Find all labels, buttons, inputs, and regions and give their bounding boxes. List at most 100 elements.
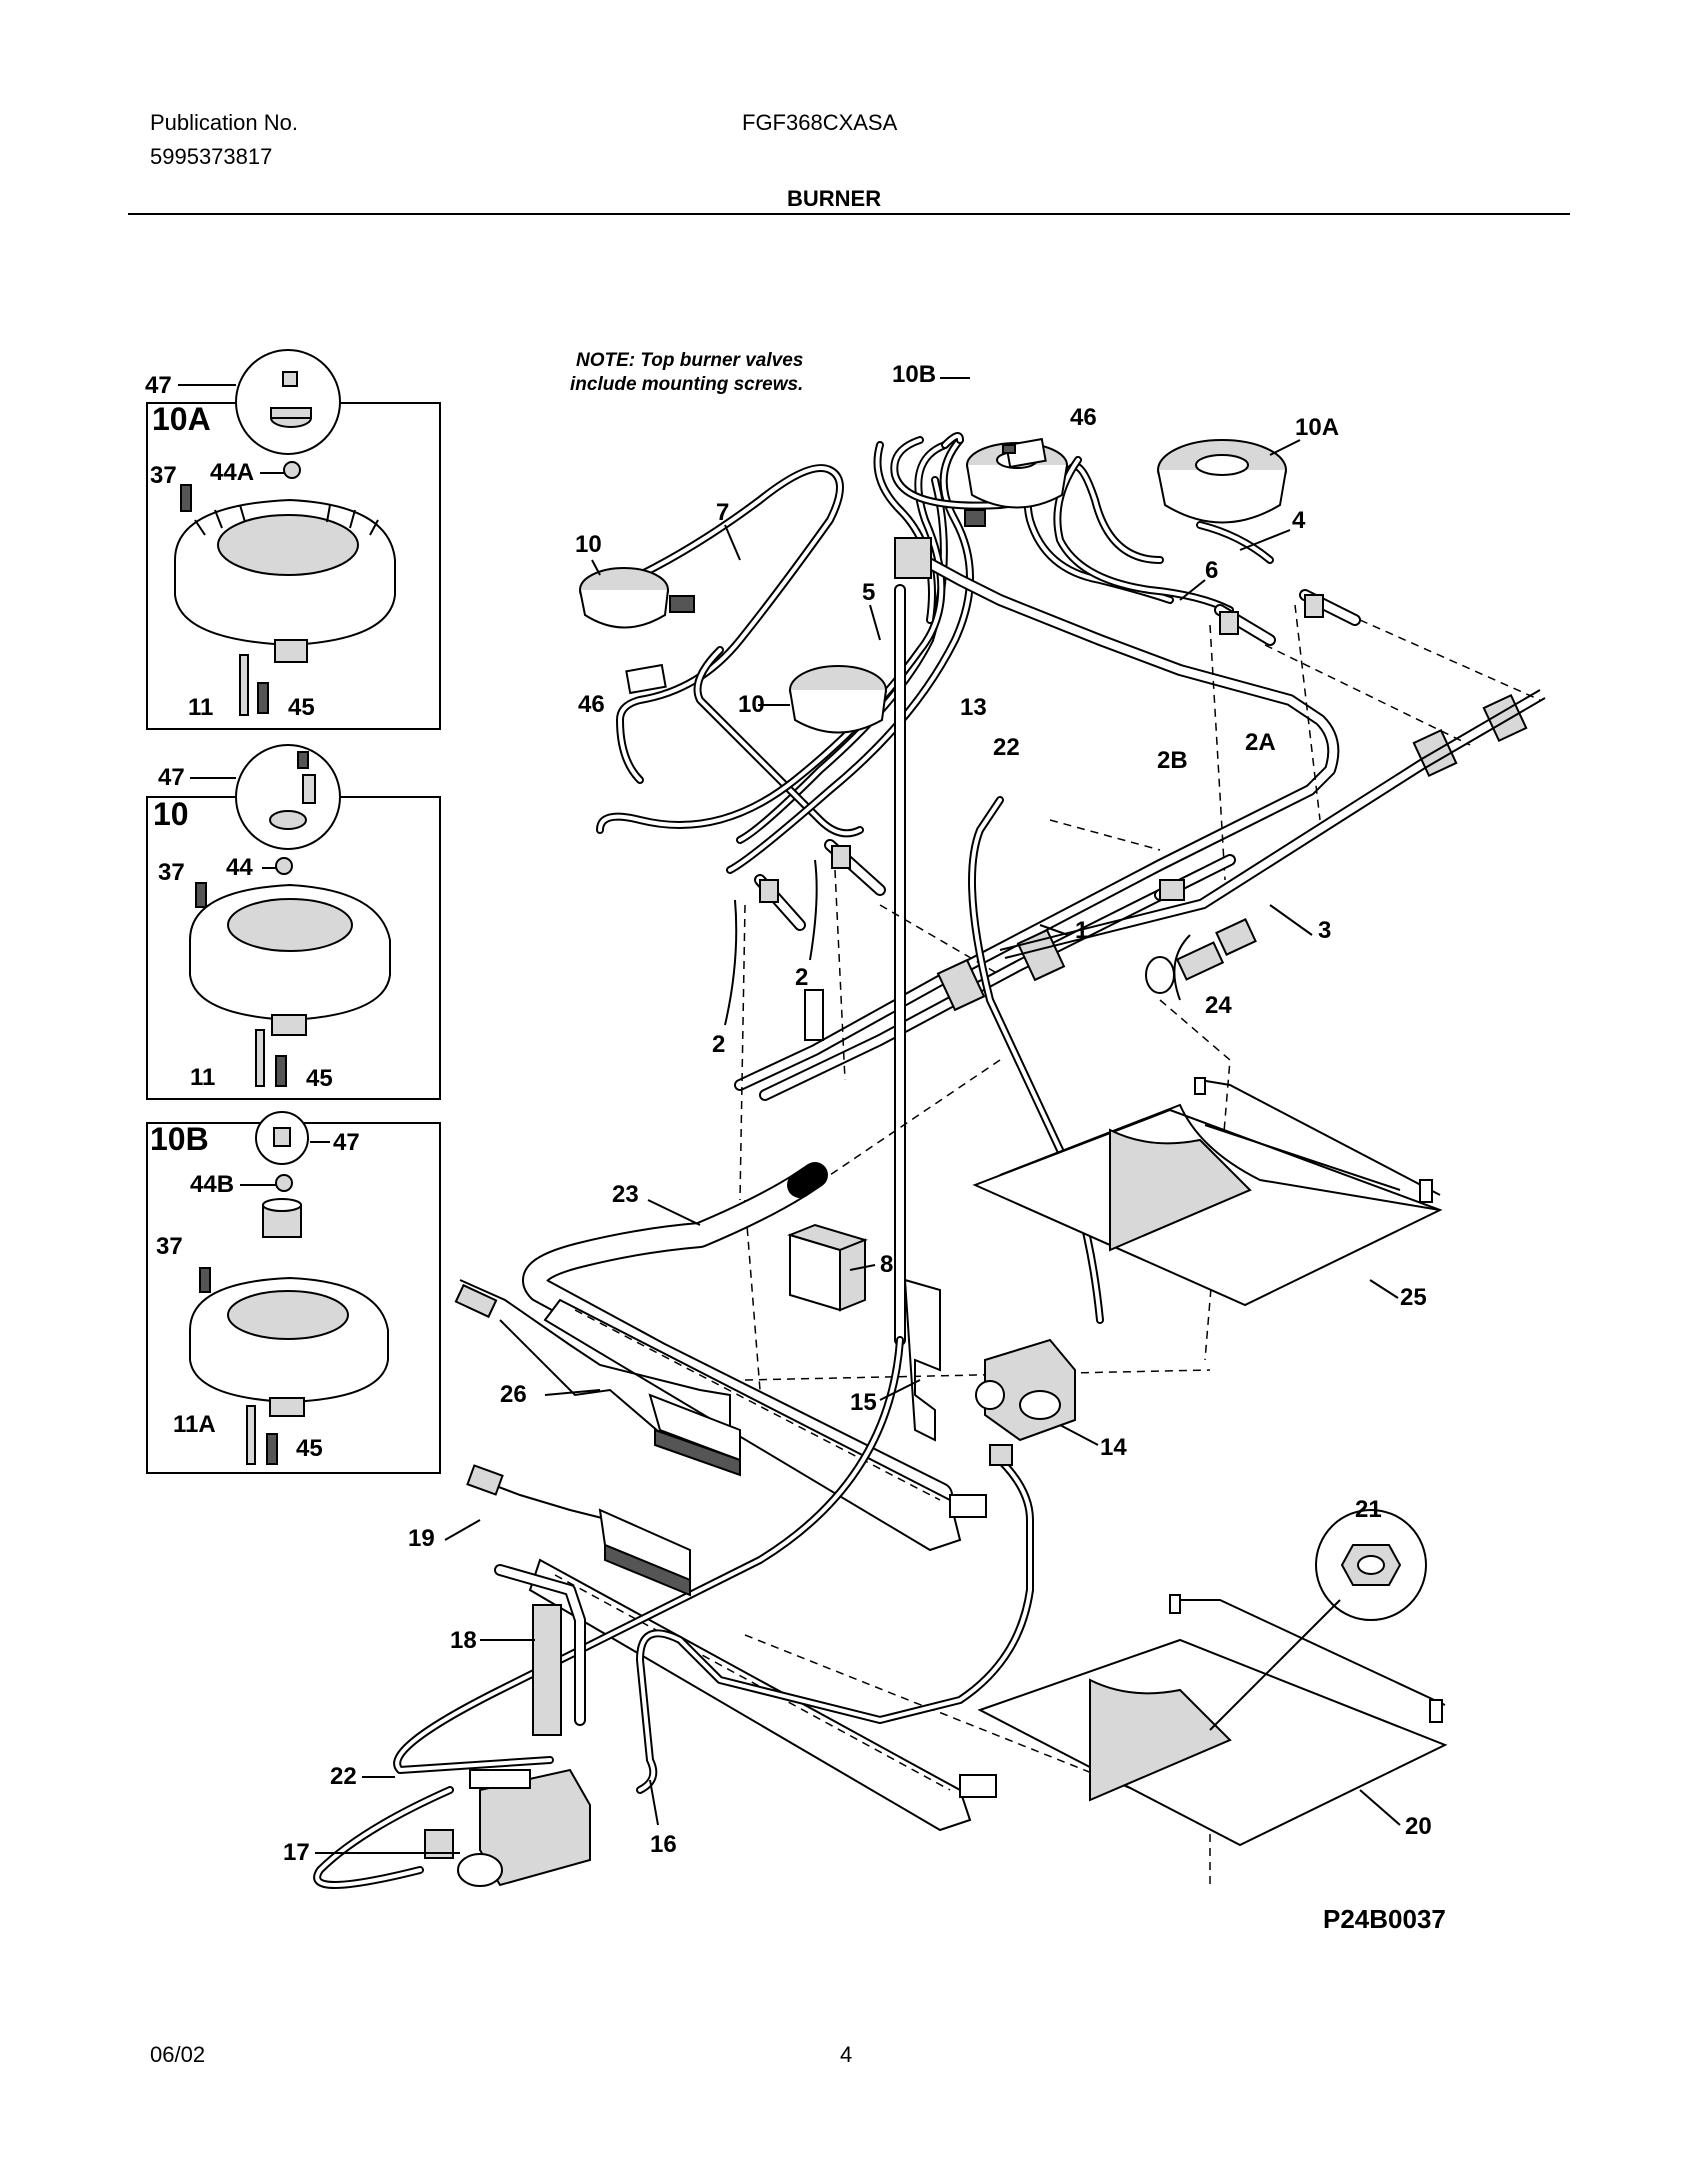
electrode-part (239, 654, 249, 716)
callout-47: 47 (145, 372, 172, 399)
dash-line (1159, 999, 1231, 1361)
tube-16-inner (638, 1458, 1032, 1792)
part-26-plug (454, 1283, 498, 1319)
part-17-valve (424, 1768, 591, 1887)
inset-10b-title: 10B (150, 1121, 209, 1157)
part-20-tab (1429, 1699, 1443, 1723)
part-25-shield (972, 1077, 1443, 1307)
part-8-spark-module (786, 1223, 869, 1312)
valve-body (1219, 611, 1239, 635)
part-24-nut (1215, 918, 1257, 956)
broil-burner-bracket (959, 1774, 997, 1798)
valve-body (759, 879, 779, 903)
manifold-1-inner (736, 546, 1338, 1089)
screw-head-part (273, 1127, 291, 1147)
inset-10a-title: 10A (152, 401, 211, 437)
part-14-regulator (975, 1338, 1076, 1466)
part-19-plug (466, 1464, 504, 1496)
plate-46 (1005, 437, 1047, 469)
callout-11a: 11A (173, 1411, 216, 1438)
inset-10-title: 10 (153, 796, 189, 832)
burner-10b-base (966, 464, 1068, 509)
callout-11: 11 (190, 1064, 215, 1091)
tube-4-inner (1055, 458, 1232, 612)
callout-15: 15 (850, 1389, 877, 1416)
part-18-shape-inner (496, 1566, 584, 1724)
oven-burner-tube-23-inner (524, 1174, 951, 1506)
callout-leaders (315, 377, 1401, 1854)
callout-5: 5 (862, 579, 875, 606)
publication-label: Publication No. (150, 110, 298, 135)
screw-head-part (282, 371, 298, 387)
tube-22-upper-inner (970, 798, 1102, 1322)
part-25-back (1199, 1079, 1441, 1196)
callout-21: 21 (1355, 1496, 1382, 1523)
leader (879, 1379, 921, 1401)
callout-7: 7 (716, 499, 729, 526)
part-8-side (839, 1238, 866, 1312)
callout-45: 45 (288, 694, 315, 721)
burner-10a-cap (1195, 454, 1249, 476)
footer-date: 06/02 (150, 2042, 206, 2067)
callout-46: 46 (1070, 404, 1097, 431)
burner-neck (269, 1397, 305, 1417)
dash-line (1209, 624, 1226, 881)
bracket (1482, 694, 1528, 742)
part-14-cap (1019, 1390, 1061, 1420)
part-17-bracket (469, 1769, 531, 1789)
dash-line (1264, 644, 1471, 746)
callout-45: 45 (306, 1065, 333, 1092)
orifice-part (283, 461, 301, 479)
callout-14: 14 (1100, 1434, 1127, 1461)
plate-46-detail (1002, 444, 1016, 454)
screw-part (180, 484, 192, 512)
burner-10-rear-base (579, 589, 669, 629)
leader (1039, 924, 1069, 936)
tube-6-inner (875, 443, 934, 622)
callout-10a: 10A (1295, 414, 1339, 441)
dash-line (744, 1369, 1211, 1381)
model-number: FGF368CXASA (742, 110, 898, 135)
callout-3: 3 (1318, 917, 1331, 944)
wire-3b (1004, 697, 1546, 959)
callout-10: 10 (575, 531, 602, 558)
leader (849, 1264, 876, 1271)
part-15-bracket (903, 1278, 941, 1442)
burner-base-top (227, 1290, 349, 1340)
tube-5b-inner (695, 648, 862, 836)
part-14-port (975, 1380, 1005, 1410)
callout-2b: 2B (1157, 747, 1188, 774)
callout-19: 19 (408, 1525, 435, 1552)
callout-1: 1 (1075, 917, 1088, 944)
note-line-1: NOTE: Top burner valves (576, 350, 803, 371)
leader (1359, 1789, 1401, 1826)
tube-7-inner (618, 466, 842, 782)
screw-part (199, 1267, 211, 1293)
valve-body (1304, 594, 1324, 618)
spark-clip-part (302, 774, 316, 804)
callout-37: 37 (156, 1233, 183, 1260)
leader (649, 1779, 659, 1826)
top-burners (579, 437, 1287, 734)
burner-neck (271, 1014, 307, 1036)
callout-2a: 2A (1245, 729, 1276, 756)
part-19-lead (479, 1479, 611, 1521)
oven-burner-body (543, 1298, 962, 1552)
burner-cap-part (269, 810, 307, 830)
callout-44a: 44A (210, 459, 254, 486)
callout-10b: 10B (892, 361, 936, 388)
manifold-pipe (734, 537, 1340, 1346)
part-20-tab (1169, 1594, 1181, 1614)
inset-10: 10 47 37 44 11 45 (146, 744, 441, 1100)
oven-burner-inlet (787, 1162, 828, 1198)
callout-20: 20 (1405, 1813, 1432, 1840)
burner-10-rear-nozzle (669, 595, 695, 613)
electrode-part (255, 1029, 265, 1087)
callout-4: 4 (1292, 507, 1306, 534)
screw-part (266, 1433, 278, 1465)
oven-burner-bracket (949, 1494, 987, 1518)
part-25-rib (1109, 1128, 1252, 1252)
part-18-body (532, 1604, 562, 1736)
